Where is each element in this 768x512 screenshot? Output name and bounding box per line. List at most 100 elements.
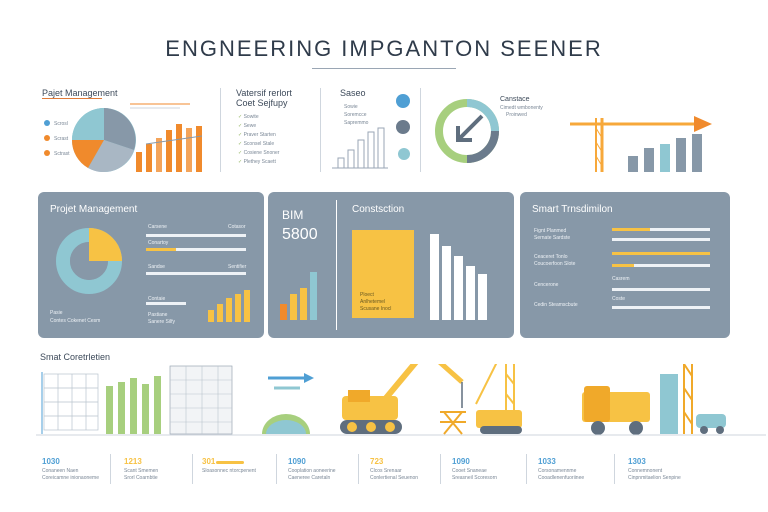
stat-label: Clcos Srenaar — [370, 468, 402, 474]
page-title: ENGNEERING IMPGANTON SEENER — [165, 36, 603, 61]
top-divider — [420, 88, 421, 172]
smart-label: Fignt Planmed — [534, 228, 567, 234]
stat-label: Sreasneil Scoresorn — [452, 475, 498, 481]
scale-title: Saseo — [340, 88, 366, 98]
pm-bar-chart — [208, 290, 250, 322]
stat-value: 1030 — [42, 457, 60, 466]
pm-label: Conartoy — [148, 240, 169, 246]
cost-subtitle: Coet Sejfupy — [236, 98, 288, 108]
construction-bar-chart — [430, 234, 487, 320]
project-management-panel: Projet Management Carsene Cotasor Conart… — [38, 192, 264, 338]
smart-progress-fill — [612, 264, 634, 267]
bim-bar-chart — [280, 272, 317, 320]
stat-divider — [526, 454, 527, 484]
top-pm-underline — [42, 98, 102, 99]
stat-label: Corsonamennme — [538, 468, 577, 474]
stat-value: 1033 — [538, 457, 556, 466]
check-icon: ✓ — [238, 159, 243, 165]
pm-footnote: Pasie — [50, 310, 63, 316]
stat-label: Sloasonnec ntorcpenent — [202, 468, 256, 474]
bim-value: 5800 — [282, 226, 318, 243]
check-icon: ✓ — [238, 114, 243, 120]
scale-item: Sowie — [344, 104, 358, 110]
stat-divider — [440, 454, 441, 484]
smart-progress-track — [612, 228, 710, 231]
pm-label: Contaie — [148, 296, 166, 302]
stat-label: Caeneree Caretaln — [288, 475, 331, 481]
stat-label: Cooadlenenfuoriinee — [538, 475, 585, 481]
pm-donut-chart — [56, 228, 122, 294]
stat-divider — [358, 454, 359, 484]
construction-note: Scusane Inocl — [360, 306, 392, 312]
pm-footnote: Contes Cokenet Cesm — [50, 318, 101, 324]
stat-value: 1303 — [628, 457, 646, 466]
smart-progress-track — [612, 238, 710, 241]
stat-divider — [192, 454, 193, 484]
stat-highlight-bar — [216, 461, 244, 464]
panel-title: Smart Trnsdimilon — [532, 204, 613, 215]
check-icon: ✓ — [238, 132, 243, 138]
check-icon: ✓ — [238, 150, 243, 156]
top-divider — [320, 88, 321, 172]
stat-value: 723 — [370, 457, 384, 466]
smart-progress-fill — [612, 228, 650, 231]
smart-label: Casrem — [612, 276, 630, 282]
bottom-title: Smat Coretrletien — [40, 352, 111, 362]
pm-progress-track — [146, 272, 246, 275]
legend-dot-icon — [44, 135, 50, 141]
top-crane-illustration — [570, 116, 712, 172]
smart-label: Ceaceret Tonlo — [534, 254, 568, 260]
smart-progress-fill — [612, 252, 710, 255]
legend-label: Sctrast — [54, 151, 70, 157]
pm-progress-fill — [146, 248, 176, 251]
cycle-sub: Proinwed — [506, 112, 527, 118]
panel-divider — [336, 200, 337, 330]
check-icon: ✓ — [238, 141, 243, 147]
stat-value: 301 — [202, 457, 216, 466]
cycle-title: Canstace — [500, 96, 530, 103]
stat-label: Conaneen Naen — [42, 468, 79, 474]
stat-value: 1090 — [452, 457, 470, 466]
stat-label: Cooet Snaneae — [452, 468, 487, 474]
smart-progress-track — [612, 264, 710, 267]
top-bar-chart — [130, 103, 203, 172]
smart-label: Cedin Steamscbute — [534, 302, 578, 308]
pm-label: Sentifier — [228, 264, 247, 270]
pm-label: Pastiane — [148, 312, 168, 318]
smart-label: Cencerone — [534, 282, 559, 288]
stat-divider — [276, 454, 277, 484]
stat-label: Scant Smemen — [124, 468, 159, 474]
smart-label: Coucoerfoon Slote — [534, 261, 576, 267]
smart-label: Sernate Sardste — [534, 235, 571, 241]
stat-value: 1213 — [124, 457, 142, 466]
construction-illustration — [36, 364, 766, 436]
top-pm-title: Pajet Management — [42, 88, 118, 98]
pm-progress-track — [146, 302, 186, 305]
construction-note: Ploect — [360, 292, 374, 298]
pm-label: Cotasor — [228, 224, 246, 230]
scale-item: Sapremmo — [344, 120, 369, 126]
gauge-icon — [396, 120, 410, 134]
stat-label: Conlertienal Seuenon — [370, 475, 419, 481]
globe-icon — [396, 94, 410, 108]
bim-title: BIM — [282, 208, 304, 222]
stat-label: Coreicamne inionaoneme — [42, 475, 99, 481]
pin-icon — [398, 148, 410, 160]
legend-label: Scrast — [54, 136, 69, 142]
stat-divider — [110, 454, 111, 484]
panel-title: Projet Management — [50, 204, 138, 215]
pm-label: Sandse — [148, 264, 165, 270]
stat-label: Cooplation aoneerine — [288, 468, 336, 474]
check-icon: ✓ — [238, 123, 243, 129]
stat-label: Srorl Coarnbtie — [124, 475, 158, 481]
scale-item: Soremcce — [344, 112, 367, 118]
stat-label: Connemnonent — [628, 468, 663, 474]
smart-label: Coste — [612, 296, 626, 302]
stat-label: Cinpnmitaelion Senpine — [628, 475, 681, 481]
legend-dot-icon — [44, 120, 50, 126]
cycle-arrow-icon — [435, 99, 499, 163]
pm-label: Carsene — [148, 224, 167, 230]
legend-dot-icon — [44, 150, 50, 156]
pm-progress-track — [146, 248, 246, 251]
construction-title: Constsction — [352, 204, 405, 215]
